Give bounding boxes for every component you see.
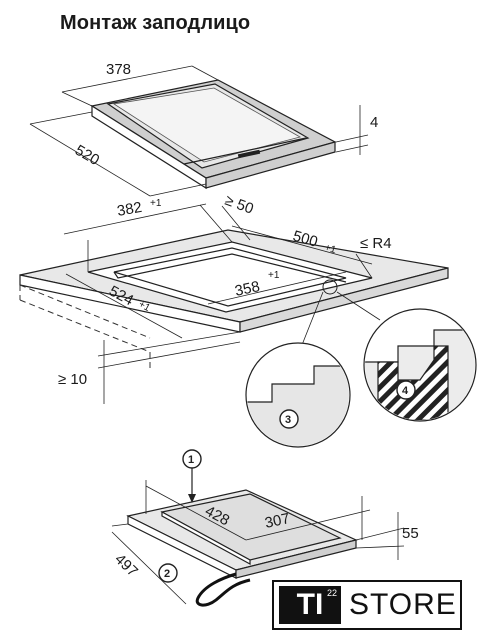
dim-top-width: 378 [106,61,131,78]
callout-3: 3 [285,414,291,426]
logo-mark: TI 22 [279,586,341,624]
dim-cut-outer-depth-tol: +1 [323,242,337,256]
dim-box-depth: 497 [111,551,141,581]
worktop-slab [19,229,449,333]
dim-cut-inner-width: 358 [233,278,261,300]
store-logo: TI 22 STORE [272,580,462,630]
dim-min-thickness: ≥ 10 [58,371,87,388]
detail-view-4 [363,308,477,422]
callout-1: 1 [188,454,194,466]
detail-view-3 [245,342,351,448]
cooktop-unit [90,79,337,190]
callout-4: 4 [402,385,409,397]
dim-box-width-2: 307 [263,510,291,532]
dim-cut-inner-depth-tol: +1 [137,299,153,314]
dim-top-height: 4 [370,114,378,131]
dim-cut-outer-depth: 500 [291,228,320,251]
dim-box-height: 55 [402,525,419,542]
callout-2: 2 [164,568,170,580]
dim-cut-outer-width: 382 [116,199,144,220]
dim-radius: ≤ R4 [360,235,392,252]
built-in-box [126,489,358,579]
page-title: Монтаж заподлицо [60,12,251,34]
dim-min-rear: ≥ 50 [223,192,256,218]
dim-cut-outer-width-tol: +1 [150,198,162,209]
logo-mark-sup: 22 [326,588,337,598]
logo-name: STORE [349,588,457,621]
dim-cut-inner-width-tol: +1 [268,270,280,281]
logo-mark-text: TI [296,588,324,621]
